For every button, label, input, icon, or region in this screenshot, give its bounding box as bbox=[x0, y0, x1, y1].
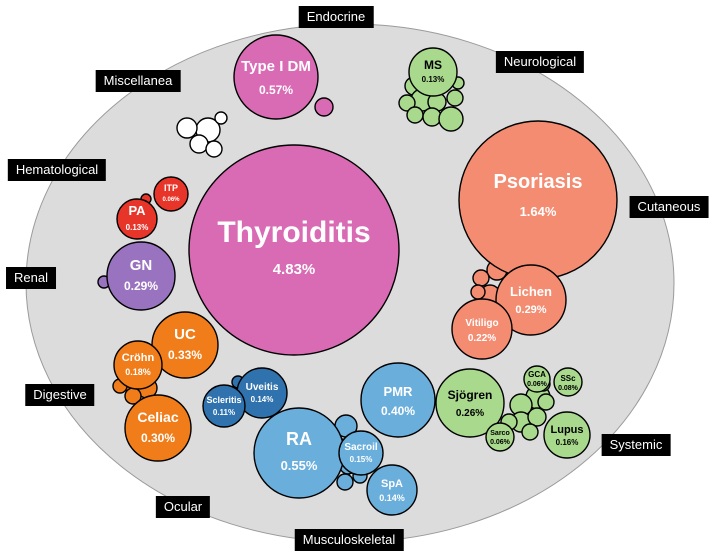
bubble-sjogren bbox=[435, 368, 505, 438]
small-bubble-miscellanea bbox=[189, 134, 209, 154]
bubble-gn bbox=[106, 241, 176, 311]
label-lichen: Lichen bbox=[510, 284, 552, 299]
bubble-ra bbox=[253, 407, 345, 499]
bubble-ms bbox=[408, 47, 458, 97]
category-label-miscellanea: Miscellanea bbox=[95, 70, 181, 92]
category-label-renal: Renal bbox=[6, 267, 56, 289]
bubble-celiac bbox=[124, 394, 192, 462]
small-bubble-cutaneous bbox=[470, 284, 486, 300]
value-type1dm: 0.57% bbox=[259, 83, 293, 97]
value-pmr: 0.40% bbox=[381, 404, 415, 418]
value-gn: 0.29% bbox=[124, 279, 158, 293]
label-vitiligo: Vitiligo bbox=[465, 318, 498, 329]
label-type1dm: Type I DM bbox=[241, 58, 311, 75]
label-sacroil: Sacroil bbox=[344, 442, 378, 453]
small-bubble-systemic bbox=[527, 407, 547, 427]
label-itp: ITP bbox=[164, 183, 178, 193]
label-lupus: Lupus bbox=[551, 424, 584, 436]
small-bubble-neurological bbox=[422, 107, 442, 127]
bubble-pa bbox=[116, 198, 158, 240]
category-label-endocrine: Endocrine bbox=[298, 6, 374, 28]
bubble-spa bbox=[366, 464, 418, 516]
label-ms: MS bbox=[424, 58, 442, 72]
bubble-gca bbox=[523, 365, 551, 393]
category-label-digestive: Digestive bbox=[25, 384, 95, 406]
bubble-sacroil bbox=[338, 430, 384, 476]
value-scleritis: 0.11% bbox=[213, 408, 235, 417]
category-label-neurological: Neurological bbox=[495, 51, 585, 73]
category-label-systemic: Systemic bbox=[601, 434, 671, 456]
label-gca: GCA bbox=[528, 370, 546, 379]
bubble-ssc bbox=[553, 367, 583, 397]
value-gca: 0.06% bbox=[527, 381, 548, 388]
value-ms: 0.13% bbox=[422, 75, 445, 84]
label-ssc: SSc bbox=[560, 374, 576, 383]
value-psoriasis: 1.64% bbox=[520, 204, 557, 219]
value-sarco: 0.06% bbox=[490, 439, 511, 446]
value-crohn: 0.18% bbox=[125, 367, 151, 377]
label-ra: RA bbox=[286, 429, 312, 449]
label-scleritis: Scleritis bbox=[206, 395, 241, 405]
category-label-ocular: Ocular bbox=[155, 496, 211, 518]
bubble-itp bbox=[153, 176, 189, 212]
value-ssc: 0.08% bbox=[558, 385, 579, 392]
label-gn: GN bbox=[130, 257, 153, 274]
small-bubble-musculoskeletal bbox=[336, 473, 354, 491]
small-bubble-miscellanea bbox=[205, 140, 223, 158]
small-bubble-neurological bbox=[406, 106, 424, 124]
value-pa: 0.13% bbox=[126, 223, 149, 232]
label-uc: UC bbox=[174, 326, 196, 343]
bubble-scleritis bbox=[202, 384, 246, 428]
label-pa: PA bbox=[128, 203, 146, 218]
label-pmr: PMR bbox=[384, 384, 414, 399]
label-spa: SpA bbox=[381, 478, 403, 490]
value-lupus: 0.16% bbox=[556, 438, 579, 447]
bubble-thyroiditis bbox=[188, 144, 400, 356]
bubble-lupus bbox=[543, 411, 591, 459]
bubble-lichen bbox=[495, 264, 567, 336]
label-uveitis: Uveitis bbox=[246, 382, 279, 393]
value-uveitis: 0.14% bbox=[251, 395, 274, 404]
small-bubble-neurological bbox=[446, 89, 464, 107]
value-uc: 0.33% bbox=[168, 348, 202, 362]
category-label-musculoskeletal: Musculoskeletal bbox=[294, 529, 404, 551]
bubble-vitiligo bbox=[451, 298, 513, 360]
bubble-crohn bbox=[113, 340, 163, 390]
value-celiac: 0.30% bbox=[141, 431, 175, 445]
value-sacroil: 0.15% bbox=[350, 455, 373, 464]
value-spa: 0.14% bbox=[379, 493, 405, 503]
small-bubble-miscellanea bbox=[214, 111, 228, 125]
value-lichen: 0.29% bbox=[515, 304, 546, 316]
small-bubble-cutaneous bbox=[472, 269, 490, 287]
label-thyroiditis: Thyroiditis bbox=[217, 216, 370, 249]
value-thyroiditis: 4.83% bbox=[273, 261, 316, 278]
small-bubble-systemic bbox=[521, 423, 539, 441]
small-bubble-endocrine bbox=[314, 97, 334, 117]
small-bubble-neurological bbox=[438, 106, 464, 132]
category-label-cutaneous: Cutaneous bbox=[629, 196, 709, 218]
label-crohn: Cröhn bbox=[122, 352, 155, 364]
small-bubble-neurological bbox=[398, 94, 416, 112]
bubble-type1dm bbox=[233, 34, 319, 120]
label-celiac: Celiac bbox=[137, 409, 178, 425]
value-itp: 0.06% bbox=[162, 197, 180, 203]
category-label-hematological: Hematological bbox=[7, 159, 107, 181]
label-sjogren: Sjögren bbox=[448, 388, 493, 402]
value-sjogren: 0.26% bbox=[456, 408, 484, 419]
bubble-psoriasis bbox=[458, 120, 618, 280]
bubble-pmr bbox=[360, 362, 436, 438]
small-bubble-systemic bbox=[537, 393, 555, 411]
label-psoriasis: Psoriasis bbox=[494, 171, 583, 193]
value-vitiligo: 0.22% bbox=[468, 333, 496, 344]
label-sarco: Sarco bbox=[490, 430, 509, 437]
value-ra: 0.55% bbox=[281, 458, 318, 473]
bubble-sarco bbox=[485, 422, 515, 452]
small-bubble-miscellanea bbox=[176, 117, 198, 139]
